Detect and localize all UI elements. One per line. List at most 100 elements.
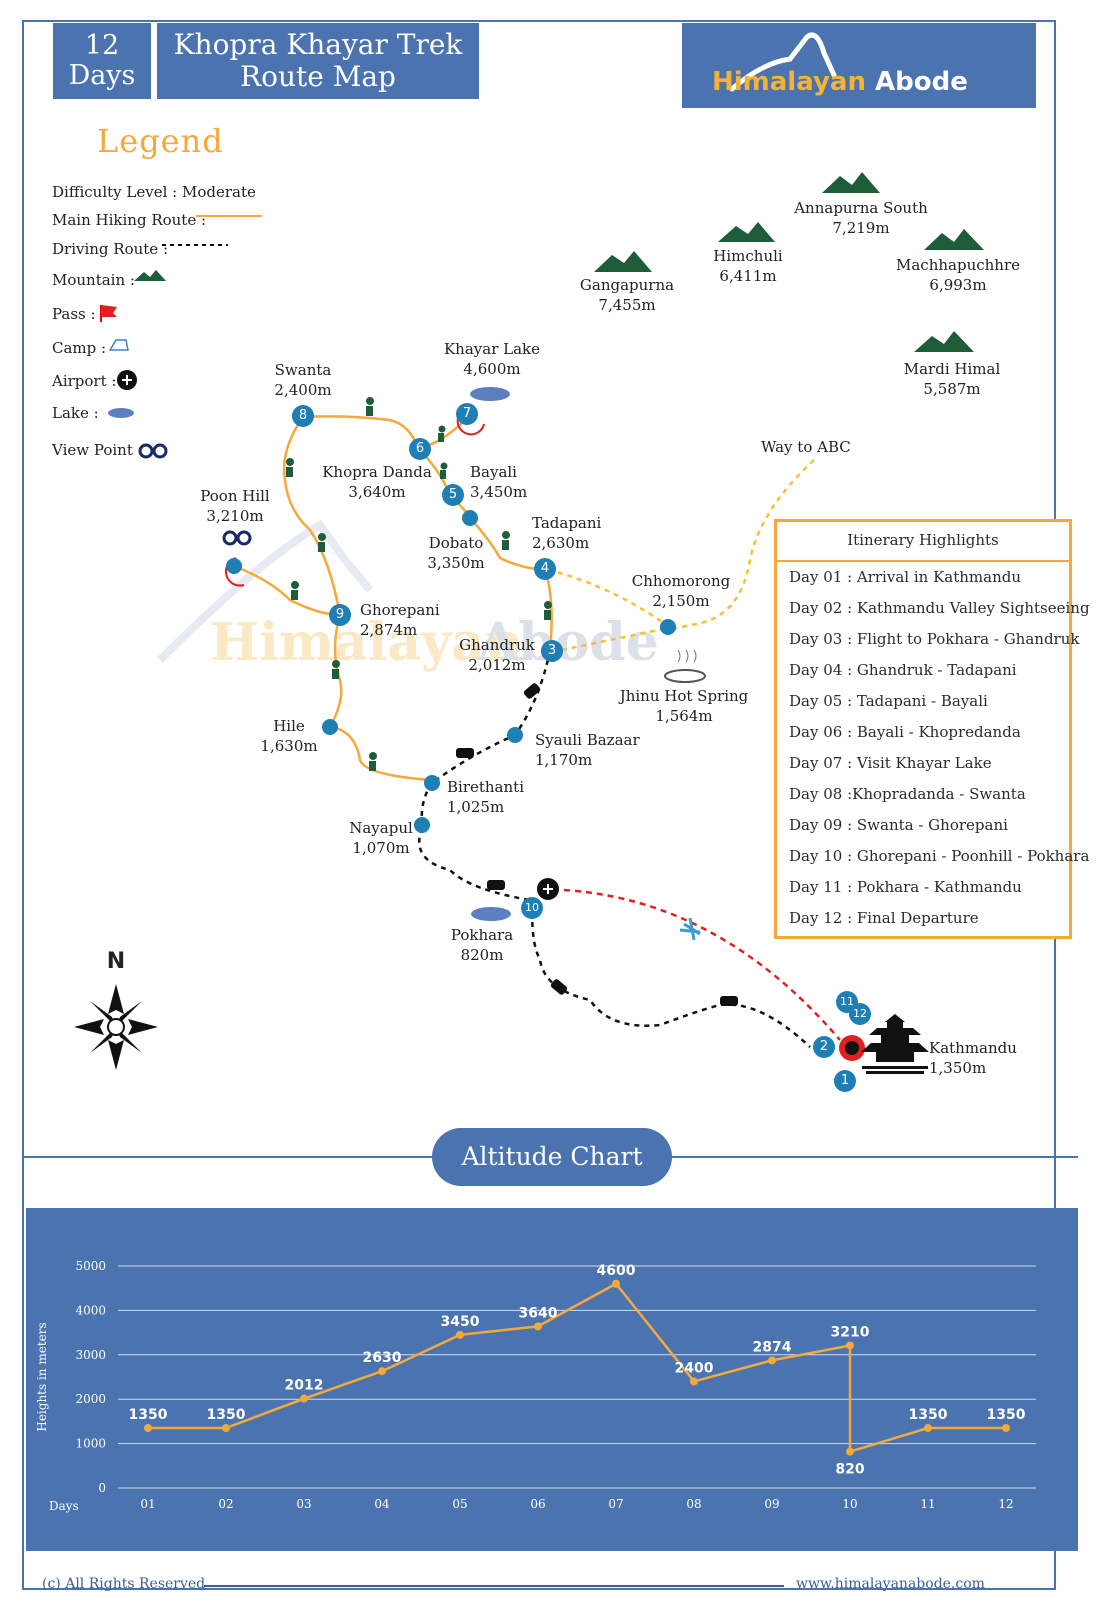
stop-5-marker: 5 <box>442 484 464 506</box>
itinerary-day-3: Day 03 : Flight to Pokhara - Ghandruk <box>789 630 1080 648</box>
mardi-himal-icon <box>914 331 974 352</box>
itinerary-day-12: Day 12 : Final Departure <box>789 909 979 927</box>
altitude-point <box>768 1356 776 1365</box>
logo-mountain-icon <box>729 32 837 92</box>
x-axis-label: Days <box>49 1499 79 1513</box>
legend-title: Legend <box>97 122 224 160</box>
altitude-point <box>378 1367 386 1376</box>
days-word: Days <box>68 60 136 91</box>
legend-difficulty: Difficulty Level : Moderate <box>52 183 256 201</box>
machhapuchhre-icon <box>924 229 984 250</box>
altitude-data-label: 2012 <box>285 1378 324 1394</box>
title-line-2: Route Map <box>240 60 396 93</box>
stop-8-marker: 8 <box>292 405 314 427</box>
altitude-series-line <box>148 1282 1006 1454</box>
y-tick-label: 1000 <box>75 1437 106 1451</box>
altitude-data-label: 3210 <box>831 1324 870 1340</box>
syauli-marker <box>507 727 523 743</box>
temple-icon <box>861 1014 929 1074</box>
watermark: Himalayan Abode <box>157 519 659 673</box>
svg-text:Abode: Abode <box>477 612 659 673</box>
svg-text:Himalayan: Himalayan <box>210 612 523 673</box>
altitude-point <box>846 1341 854 1350</box>
stop-10-marker: 10 <box>521 897 543 919</box>
altitude-data-label: 2400 <box>675 1360 714 1376</box>
nayapul-marker <box>414 817 430 833</box>
compass-north-label: N <box>106 949 126 974</box>
altitude-point <box>144 1424 152 1433</box>
itinerary-day-2: Day 02 : Kathmandu Valley Sightseeing <box>789 599 1090 617</box>
annapurna-south-icon <box>822 172 880 193</box>
y-axis-label: Heights in meters <box>35 1322 49 1431</box>
lake-icon <box>108 408 134 418</box>
mountain-icon <box>134 270 166 281</box>
gangapurna-icon <box>594 251 652 272</box>
x-tick-label: 07 <box>608 1497 623 1511</box>
altitude-data-label: 2630 <box>363 1350 402 1366</box>
itinerary-day-1: Day 01 : Arrival in Kathmandu <box>789 568 1021 586</box>
place-way-to-abc: Way to ABC <box>761 438 851 456</box>
y-tick-label: 2000 <box>75 1392 106 1406</box>
binoculars-icon <box>138 443 168 459</box>
hot-spring-icon <box>664 649 706 683</box>
brand-part-1: Himalayan <box>712 67 866 97</box>
x-tick-label: 12 <box>998 1497 1013 1511</box>
x-tick-label: 11 <box>920 1497 935 1511</box>
itinerary-day-9: Day 09 : Swanta - Ghorepani <box>789 816 1008 834</box>
itinerary-day-10: Day 10 : Ghorepani - Poonhill - Pokhara <box>789 847 1090 865</box>
himchuli-icon <box>718 222 775 242</box>
altitude-chart-title: Altitude Chart <box>432 1128 672 1186</box>
khayar-lake-loop <box>456 417 485 436</box>
altitude-point <box>300 1394 308 1403</box>
itinerary-day-8: Day 08 :Khopradanda - Swanta <box>789 785 1026 803</box>
altitude-data-label: 4600 <box>597 1263 636 1279</box>
y-tick-label: 4000 <box>75 1303 106 1317</box>
footer-website[interactable]: www.himalayanabode.com <box>796 1576 985 1592</box>
altitude-data-label: 820 <box>835 1462 864 1478</box>
altitude-data-label: 1350 <box>987 1407 1026 1423</box>
x-tick-label: 04 <box>374 1497 390 1511</box>
pokhara-lake-icon <box>471 907 511 921</box>
y-tick-label: 0 <box>98 1481 106 1495</box>
car-icons <box>456 683 738 1006</box>
tent-icon <box>108 339 129 351</box>
stop-1-marker: 1 <box>834 1070 856 1092</box>
khayar-lake-icon <box>470 387 510 401</box>
altitude-point <box>846 1447 854 1456</box>
legend-mountain: Mountain : <box>52 271 135 289</box>
legend-hiking: Main Hiking Route : <box>52 211 207 229</box>
poon-hill-marker <box>226 558 242 574</box>
altitude-data-label: 2874 <box>753 1339 792 1355</box>
altitude-point <box>534 1322 542 1331</box>
itinerary-day-5: Day 05 : Tadapani - Bayali <box>789 692 988 710</box>
hiker-icons <box>286 397 552 771</box>
legend-driving: Driving Route : <box>52 240 169 258</box>
itinerary-day-7: Day 07 : Visit Khayar Lake <box>789 754 992 772</box>
altitude-point <box>612 1279 620 1288</box>
stop-9-marker: 9 <box>329 604 351 626</box>
x-tick-label: 02 <box>218 1497 233 1511</box>
itinerary-day-11: Day 11 : Pokhara - Kathmandu <box>789 878 1022 896</box>
x-tick-label: 05 <box>452 1497 467 1511</box>
altitude-data-label: 1350 <box>909 1407 948 1423</box>
altitude-point <box>690 1377 698 1386</box>
mountain-icons <box>594 172 984 352</box>
stop-12-marker: 12 <box>849 1003 871 1025</box>
altitude-data-label: 1350 <box>207 1407 246 1423</box>
stop-3-marker: 3 <box>541 640 563 662</box>
legend-airport: Airport : <box>52 372 117 390</box>
